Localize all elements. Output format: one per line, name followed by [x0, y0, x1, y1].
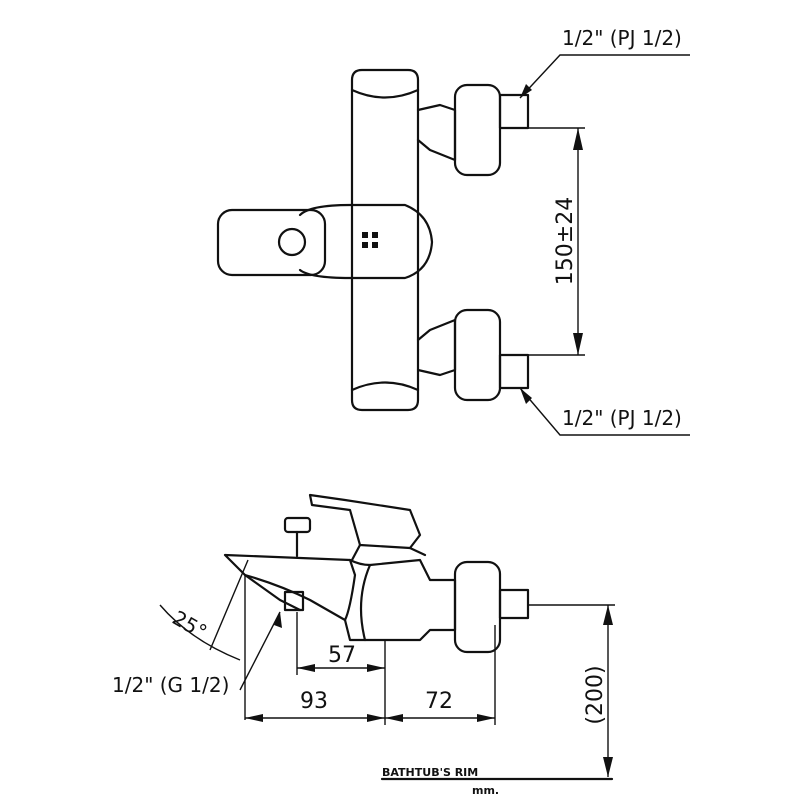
handle-lever: [216, 208, 327, 277]
faucet-body: [350, 68, 420, 412]
inlet-connector-top: [453, 83, 502, 177]
outlet-label: 1/2" (G 1/2): [112, 673, 229, 697]
inlet-connector-bottom: [453, 308, 502, 402]
dimension-150: 150±24: [553, 197, 578, 285]
dimension-height: (200): [583, 665, 608, 724]
inlet-top-label: 1/2" (PJ 1/2): [562, 26, 682, 50]
side-view: 25° 1/2" (G 1/2) 57 93 72 (200) BATHTUB'…: [112, 493, 615, 797]
rim-label: BATHTUB'S RIM: [382, 766, 478, 779]
dimension-93: 93: [300, 689, 328, 714]
top-view: 150±24 1/2" (PJ 1/2) 1/2" (PJ 1/2): [216, 26, 690, 436]
diverter-knob: [283, 516, 312, 534]
dimension-57: 57: [328, 643, 356, 668]
handle-side: [308, 493, 422, 550]
spout: [223, 553, 357, 622]
angle-label: 25°: [168, 606, 211, 645]
units-label: mm.: [472, 784, 499, 797]
inlet-bottom-label: 1/2" (PJ 1/2): [562, 406, 682, 430]
dimension-72: 72: [425, 689, 453, 714]
